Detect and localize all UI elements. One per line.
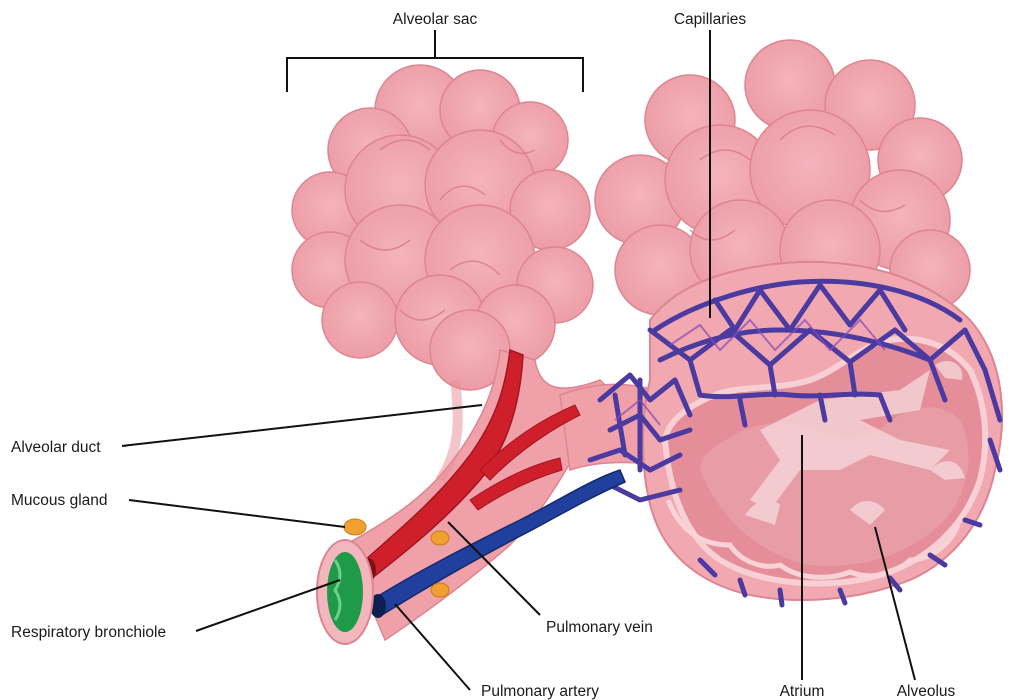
mucous-gland-leader — [129, 500, 345, 527]
pulmonary-artery-leader — [395, 604, 470, 690]
alveolar-sac-left — [292, 65, 593, 390]
label-atrium: Atrium — [780, 683, 825, 700]
label-alveolar-duct: Alveolar duct — [11, 439, 101, 456]
label-alveolus: Alveolus — [897, 683, 956, 700]
label-mucous-gland: Mucous gland — [11, 492, 108, 509]
label-capillaries: Capillaries — [674, 11, 747, 28]
label-respiratory-bronchiole: Respiratory bronchiole — [11, 624, 166, 641]
label-alveolar-sac: Alveolar sac — [393, 11, 478, 28]
label-pulmonary-artery: Pulmonary artery — [481, 683, 599, 700]
bronchiole-cross-section — [317, 540, 373, 644]
label-pulmonary-vein: Pulmonary vein — [546, 619, 653, 636]
alveolar-duct-leader — [122, 405, 482, 446]
